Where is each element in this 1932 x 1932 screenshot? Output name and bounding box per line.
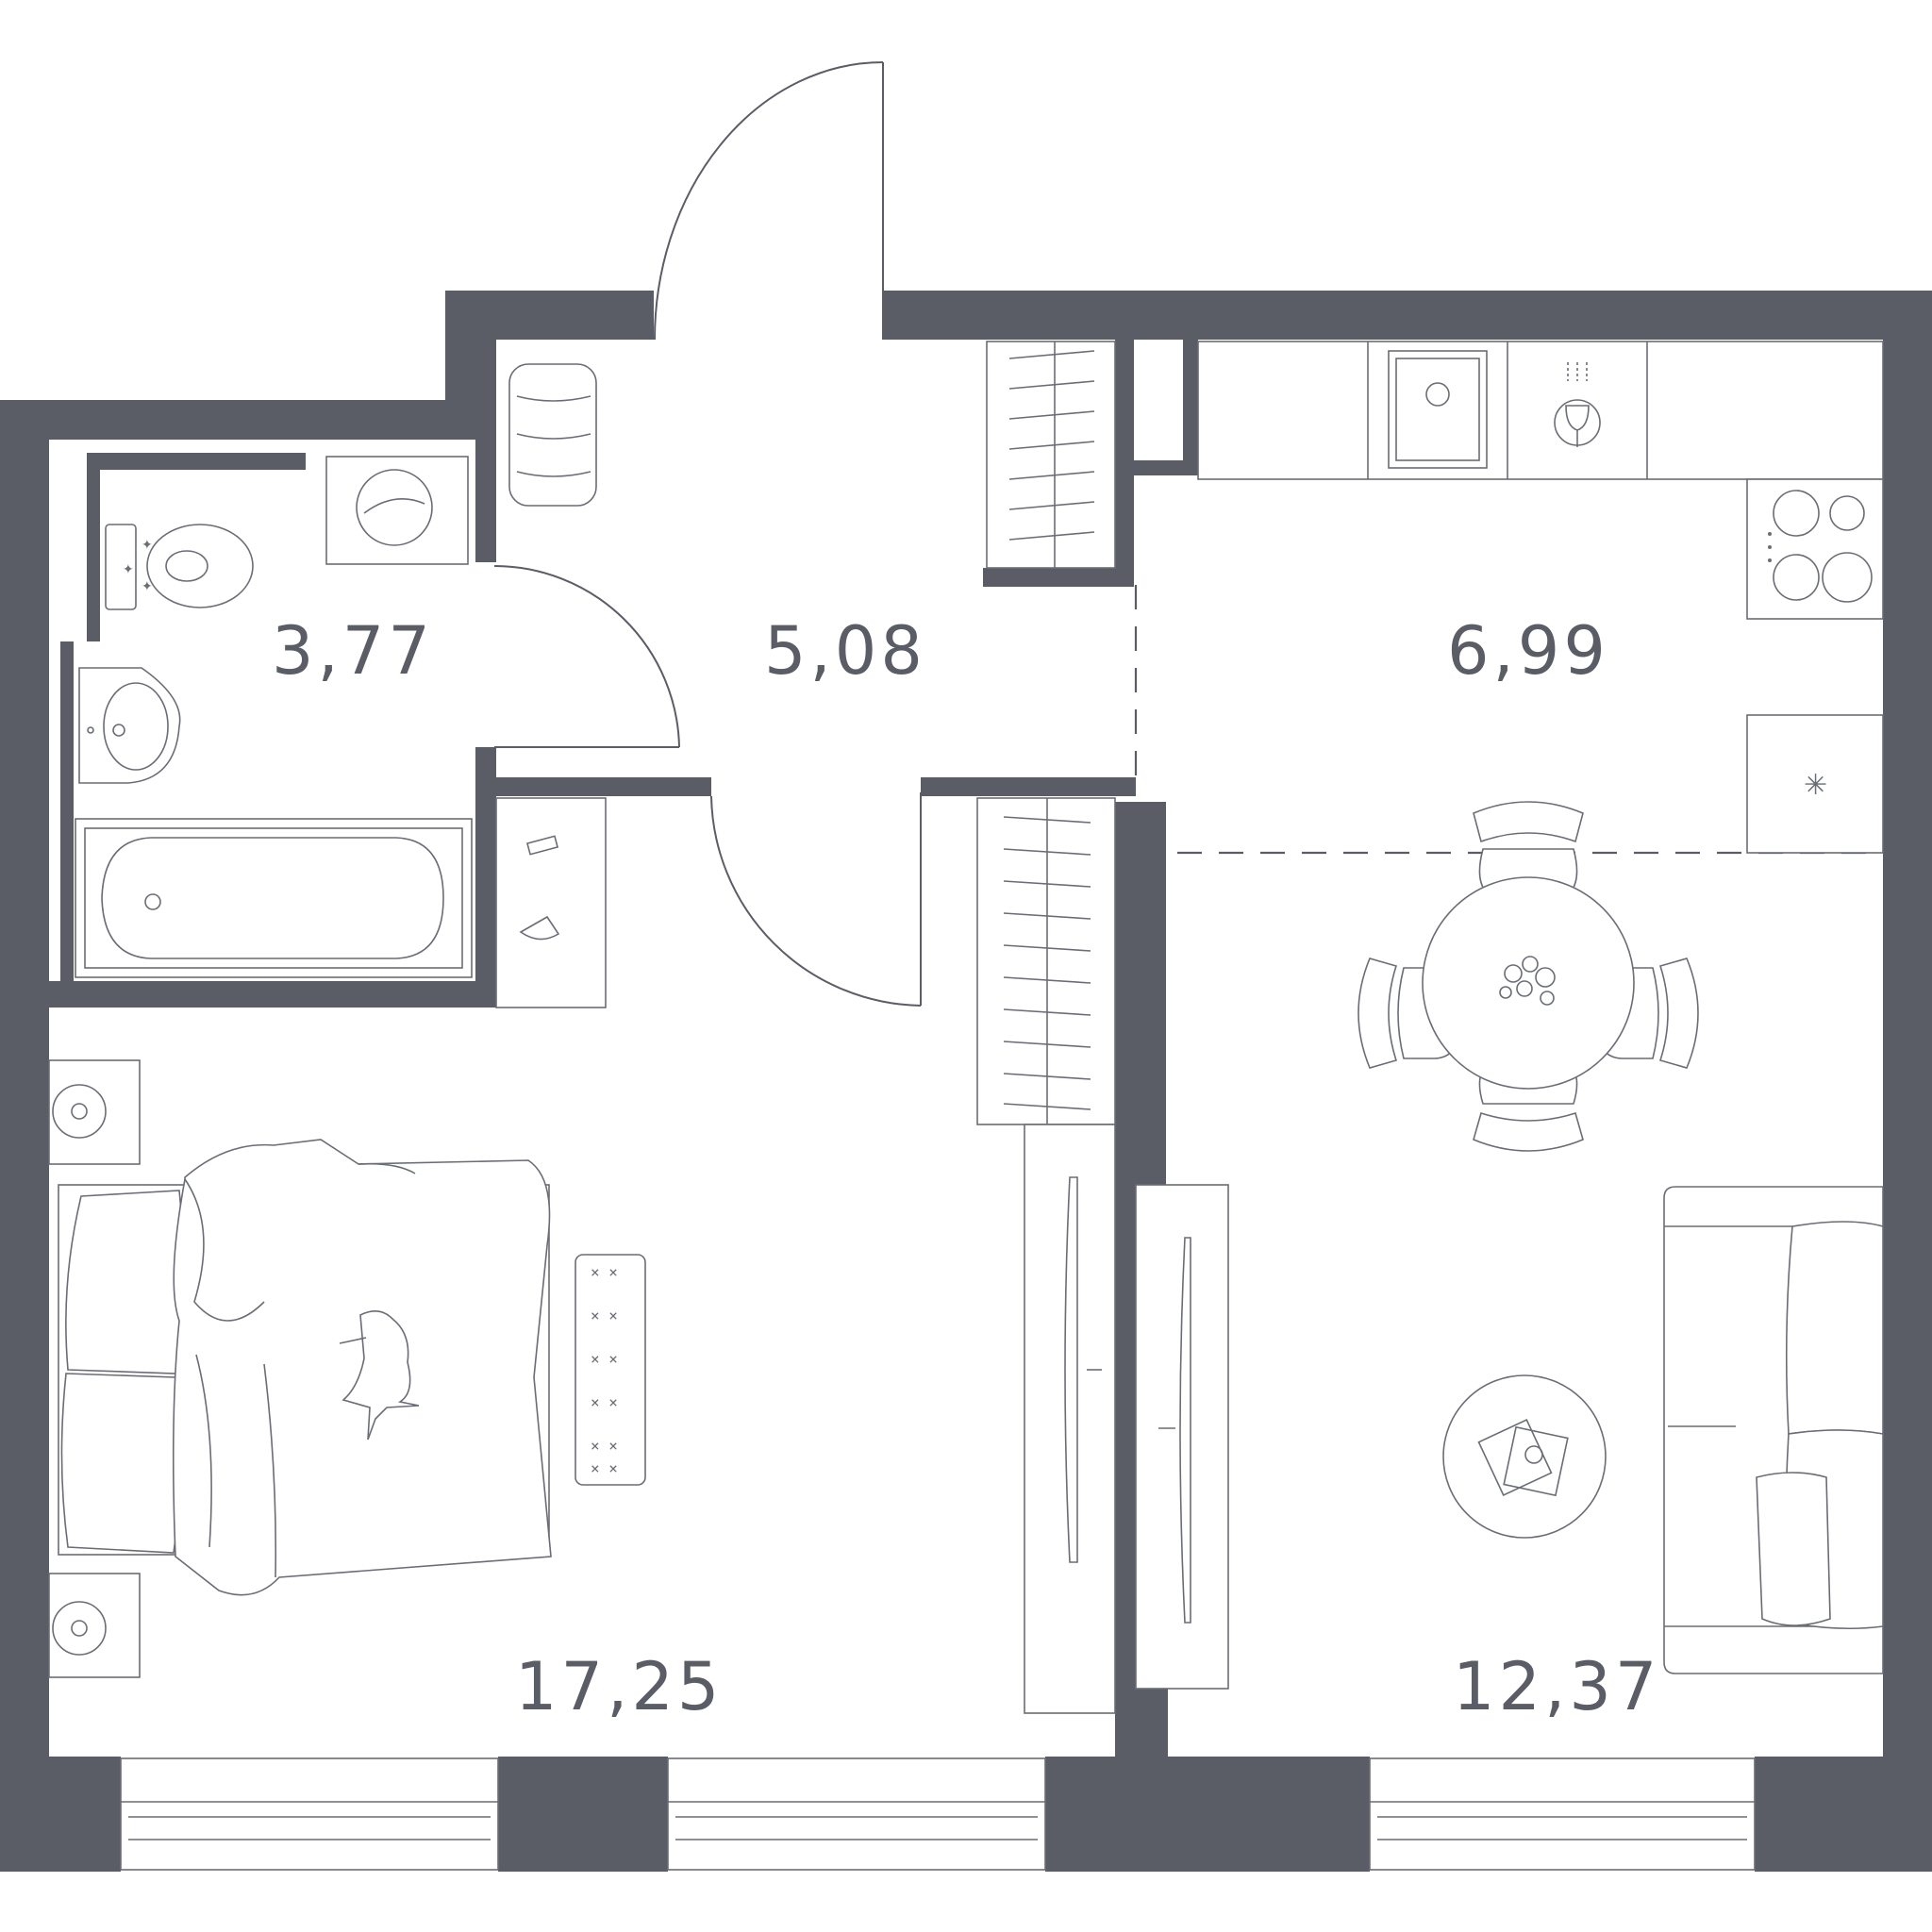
bathtub-icon: [75, 818, 473, 978]
wall-top-entry-left: [445, 291, 653, 340]
wall-bottom-4: [1755, 1757, 1932, 1872]
nightstand-top: [48, 1059, 141, 1165]
cat-icon: [339, 1310, 420, 1441]
window-bedroom-left: [120, 1757, 499, 1871]
tube-icon: [525, 835, 559, 856]
svg-text:✳: ✳: [1804, 769, 1827, 802]
window-bedroom-right: [667, 1757, 1046, 1871]
windows: [120, 1757, 1756, 1871]
wall-top-left: [0, 400, 494, 440]
wall-bath-left-upper: [87, 453, 100, 641]
wall-hall-bottom-right: [921, 777, 1136, 796]
kitchen-furniture: ✳: [1197, 341, 1884, 854]
entry-door-swing: [654, 61, 884, 341]
bed-icon: [58, 1139, 552, 1596]
bathroom-fixtures: ✦ ✦ ✦: [75, 456, 473, 978]
wall-closet-right: [1115, 340, 1134, 587]
wall-bath-bottom: [49, 981, 496, 1008]
svg-text:× ×: × ×: [591, 1263, 618, 1281]
room-area-kitchen: 6,99: [1447, 612, 1609, 690]
svg-text:× ×: × ×: [591, 1350, 618, 1368]
bath-door-swing: [493, 565, 680, 748]
wardrobe-bedroom: [976, 797, 1116, 1125]
wardrobe-top: [986, 341, 1116, 569]
svg-text:× ×: × ×: [591, 1459, 618, 1477]
svg-text:× ×: × ×: [591, 1393, 618, 1411]
wall-niche-side: [1183, 340, 1198, 475]
wall-bottom-1: [0, 1757, 121, 1872]
nightstand-bottom: [48, 1573, 141, 1678]
bedroom-furniture: × × × × × × × × × × × ×: [48, 797, 1116, 1714]
wall-bottom-2: [498, 1757, 668, 1872]
window-living: [1369, 1757, 1756, 1871]
rug-icon: × × × × × × × × × × × ×: [575, 1254, 646, 1486]
bedroom-door-swing: [710, 795, 922, 1007]
wall-bath-left-inner: [60, 641, 74, 981]
stove-icon: [1746, 478, 1884, 620]
ottoman-icon: [508, 363, 597, 507]
pillow-top: [65, 1190, 184, 1374]
razor-icon: [519, 915, 560, 941]
svg-text:× ×: × ×: [591, 1307, 618, 1324]
walls: [0, 291, 1932, 1872]
svg-text:× ×: × ×: [591, 1437, 618, 1455]
pillow-bottom: [60, 1373, 181, 1554]
wall-bottom-3: [1045, 1757, 1370, 1872]
wall-bath-right-lower: [475, 747, 496, 1008]
counter: [1197, 341, 1884, 480]
area-labels: 3,77 5,08 6,99 17,25 12,37: [272, 612, 1660, 1725]
room-area-bedroom: 17,25: [515, 1648, 723, 1725]
room-area-hallway: 5,08: [764, 612, 926, 690]
wall-closet-bottom: [983, 568, 1134, 587]
dining-set: [1357, 801, 1699, 1152]
wall-left: [0, 400, 49, 1872]
fridge-icon: ✳: [1746, 714, 1884, 854]
sofa-icon: [1663, 1186, 1884, 1674]
toilet-icon: ✦ ✦ ✦: [105, 524, 254, 610]
svg-text:✦: ✦: [142, 579, 153, 594]
wall-bath-right-upper: [475, 340, 496, 562]
wall-bath-top: [87, 453, 306, 470]
washing-machine-icon: [325, 456, 469, 565]
wall-top-right: [883, 291, 1932, 340]
kitchen-sink-icon: [1388, 350, 1488, 469]
hallway-furniture: [508, 341, 1116, 569]
doors: [493, 61, 1138, 1007]
room-area-living: 12,37: [1453, 1648, 1660, 1725]
sink-icon: [78, 667, 181, 784]
dishwasher-icon: [1554, 362, 1601, 447]
svg-text:✦: ✦: [142, 538, 153, 553]
wall-niche-bottom: [1134, 460, 1198, 475]
svg-text:✦: ✦: [123, 562, 134, 577]
coffee-table-icon: [1442, 1374, 1607, 1539]
dining-table: [1422, 876, 1635, 1090]
tv-stand-living: [1135, 1184, 1229, 1690]
living-furniture: [1135, 1184, 1884, 1690]
wall-right: [1883, 291, 1932, 1872]
flowers-icon: [1499, 956, 1556, 1006]
wall-hall-bottom-left: [496, 777, 711, 796]
room-area-bathroom: 3,77: [272, 612, 434, 690]
bath-shelf: [495, 797, 607, 1008]
tv-stand-bedroom: [1024, 1124, 1116, 1714]
